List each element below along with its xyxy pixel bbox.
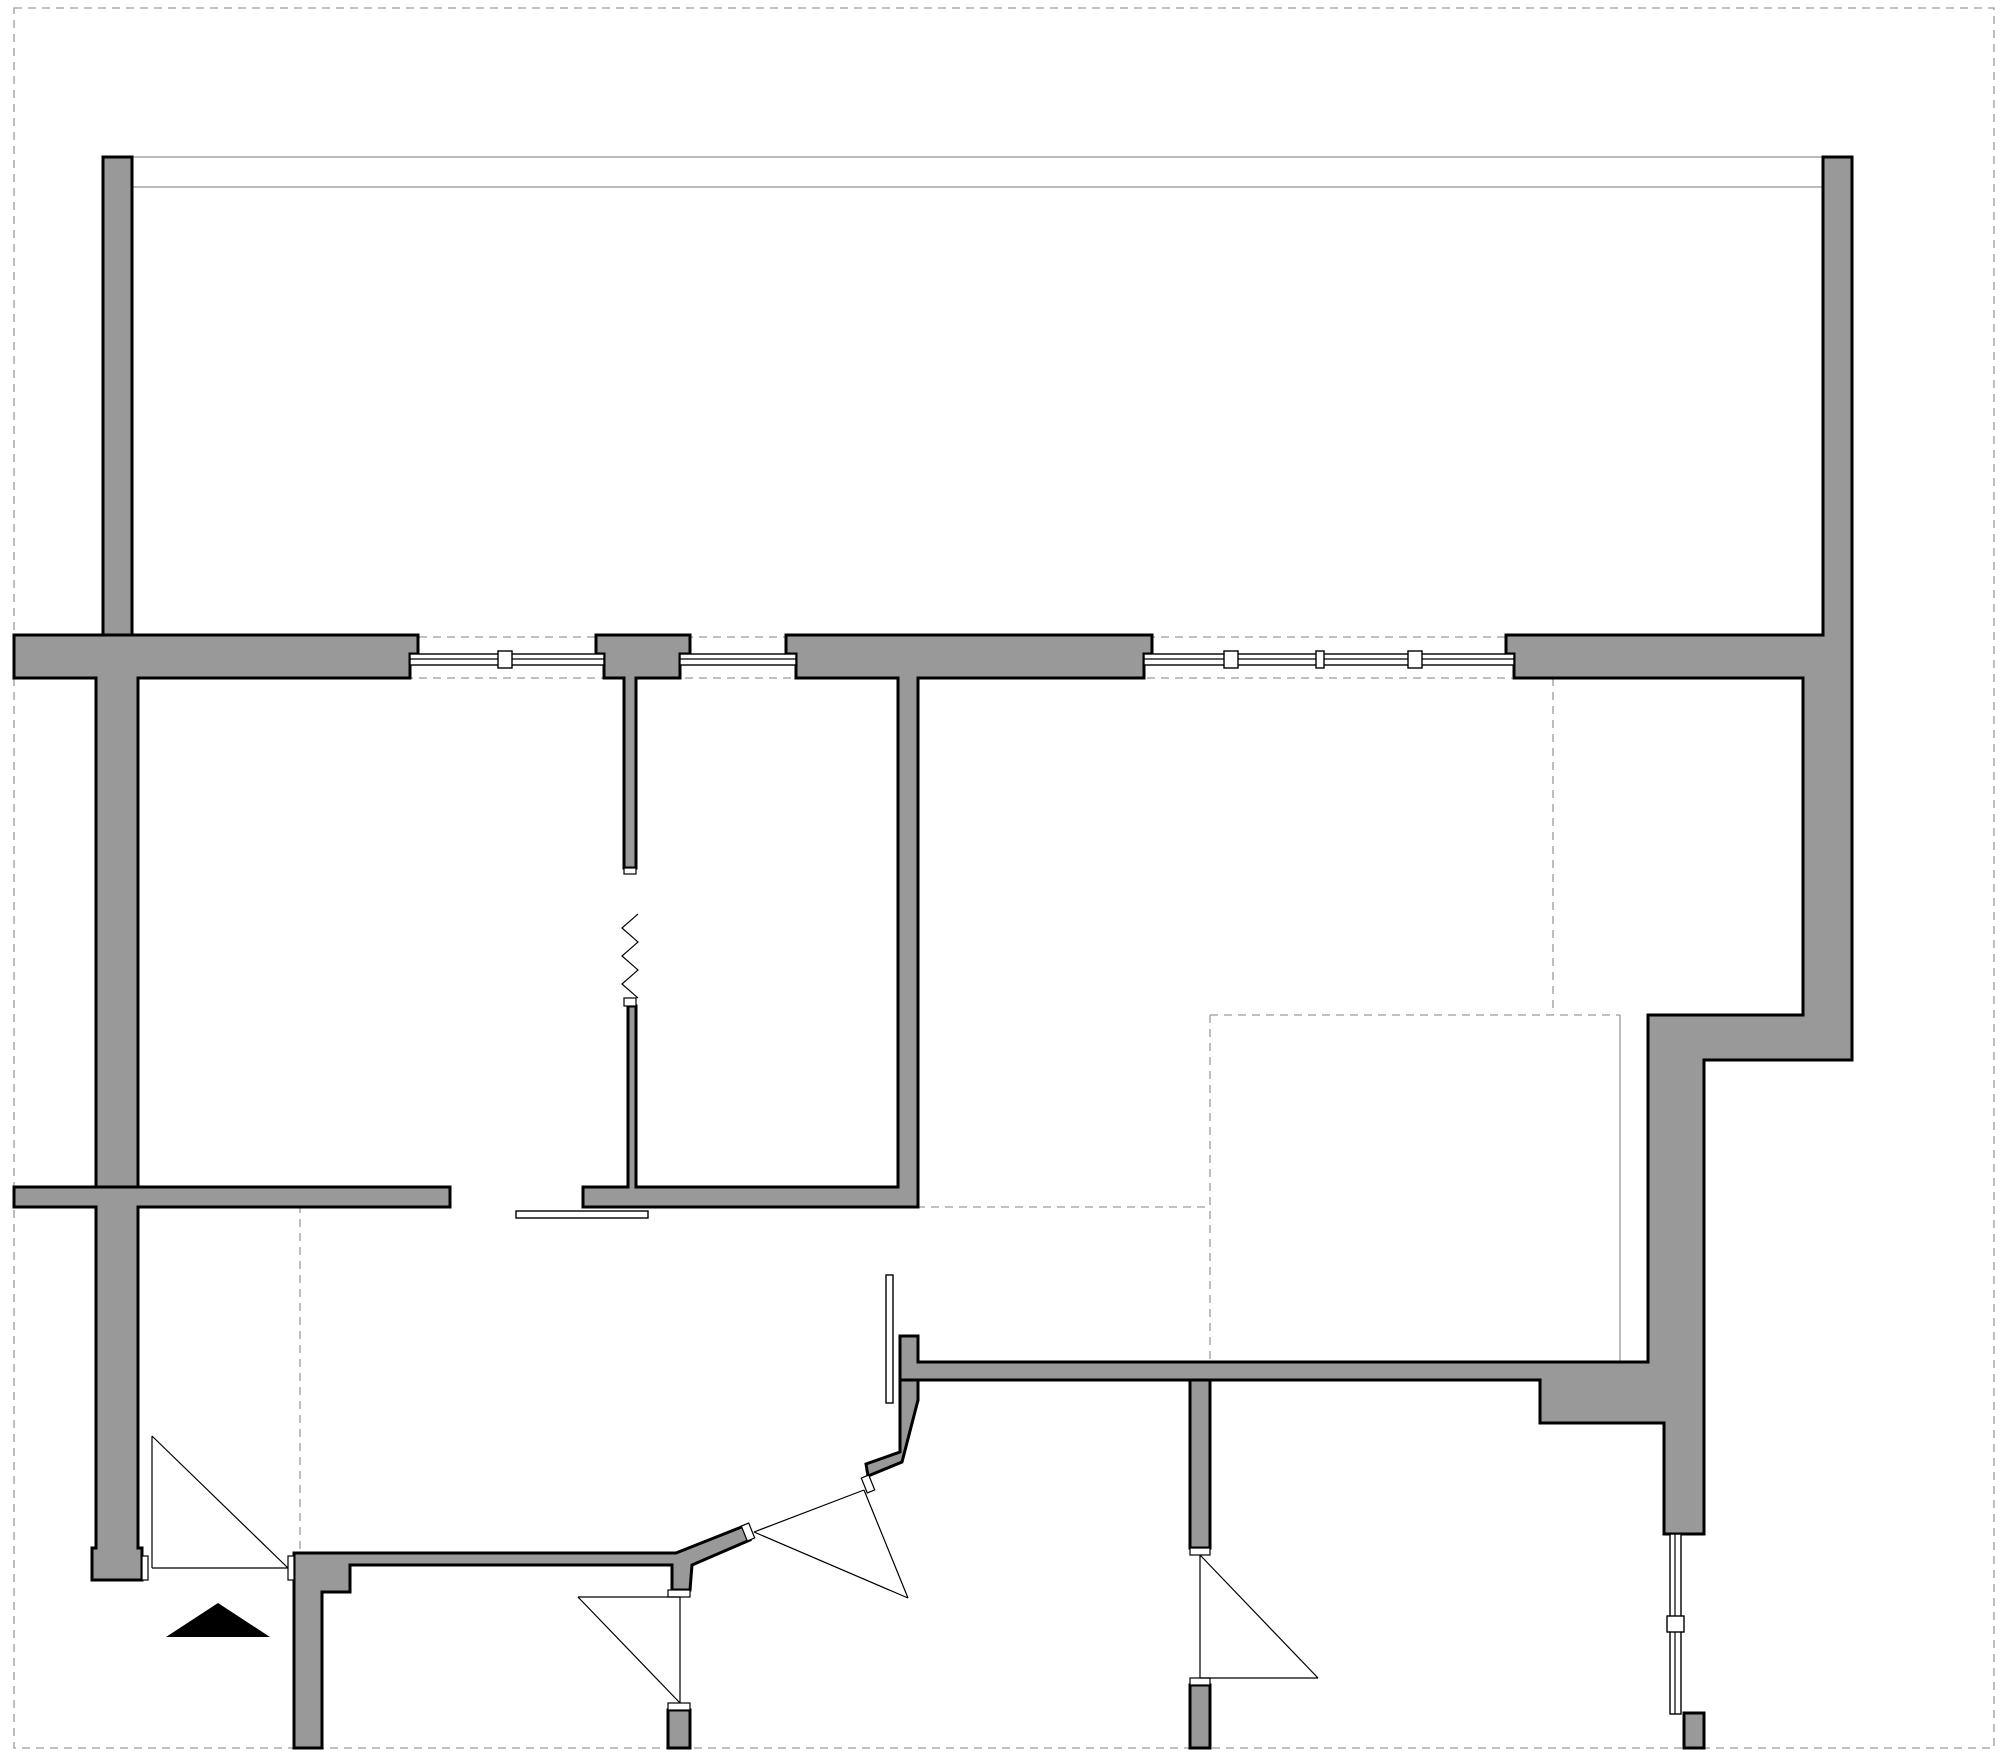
wall-top-middle — [581, 633, 1154, 1209]
wall-top-left-segment — [12, 633, 420, 1189]
dashed-zone-boundaries — [299, 636, 1620, 1555]
window-mullion — [1407, 650, 1423, 669]
sliding-doors — [515, 1210, 894, 1404]
window-mullion — [497, 650, 513, 669]
recess-line — [1619, 1015, 1649, 1362]
walls — [12, 155, 1854, 1750]
sliding-door-panel — [885, 1274, 894, 1404]
wall-right-lower — [1682, 1711, 1706, 1750]
wall-stub-bedroom — [1188, 1378, 1212, 1550]
wall-corridor-left — [12, 1185, 452, 1582]
wall-pier-1 — [594, 633, 692, 870]
folding-partition — [621, 867, 639, 1007]
wall-left-column-top — [101, 155, 134, 637]
swing-doors — [141, 1435, 1319, 1711]
window-mullion — [1223, 650, 1239, 669]
sliding-door-panel — [515, 1210, 649, 1219]
wall-top-right — [898, 155, 1854, 1536]
entrance-arrow — [166, 1603, 270, 1637]
window-mullion — [1315, 650, 1325, 669]
window-openings — [409, 650, 1685, 1715]
wall-angle-stub — [864, 1378, 920, 1479]
drawing-border — [13, 7, 1995, 1749]
wall-stub-bottom — [1188, 1683, 1212, 1750]
balcony-edge — [132, 156, 1823, 188]
window-mullion — [1666, 1615, 1685, 1633]
wall-stub-bottom-left — [666, 1708, 692, 1750]
